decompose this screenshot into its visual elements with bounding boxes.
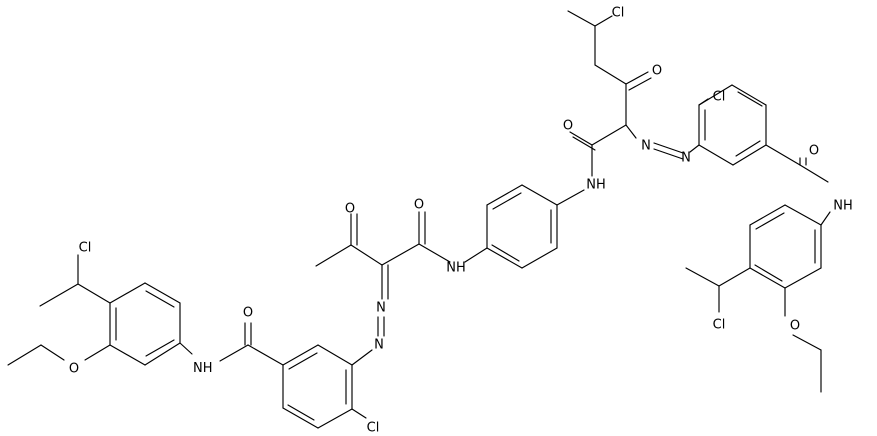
atom-label-nh-left-amide: NH <box>193 361 213 376</box>
atom-label-cl-left-ethyl: Cl <box>79 241 92 256</box>
atom-label-o-left-ketone: O <box>345 202 355 217</box>
atom-label-o-right-center-amide: O <box>563 119 573 134</box>
atom-label-o-left-amide: O <box>243 306 253 321</box>
atom-labels: Cl O Cl O NH NH O O Cl NH O Cl N N N N O… <box>69 6 853 436</box>
atom-label-n-right-azo-1: N <box>641 139 651 154</box>
atom-label-nh-left-center: NH <box>446 261 466 276</box>
atom-label-cl-right-chain: Cl <box>612 6 625 21</box>
bond-lines <box>7 10 831 429</box>
atom-label-o-right-ethoxy: O <box>790 319 800 334</box>
atom-label-cl-left-ring: Cl <box>367 421 380 436</box>
atom-label-nh-right-center: NH <box>586 178 606 193</box>
atom-label-o-right-amide: O <box>809 144 819 159</box>
atom-label-nh-right-amide: NH <box>833 199 853 214</box>
atom-label-o-right-ketone: O <box>652 64 662 79</box>
atom-label-o-left-ethoxy: O <box>69 362 79 377</box>
atom-label-n-left-azo-2: N <box>374 338 384 353</box>
atom-label-n-right-azo-2: N <box>681 151 691 166</box>
atom-label-n-left-azo-1: N <box>376 301 386 316</box>
atom-label-o-left-center-amide: O <box>414 198 424 213</box>
atom-label-cl-right-ring: Cl <box>713 90 726 105</box>
atom-label-cl-right-ethyl: Cl <box>713 318 726 333</box>
